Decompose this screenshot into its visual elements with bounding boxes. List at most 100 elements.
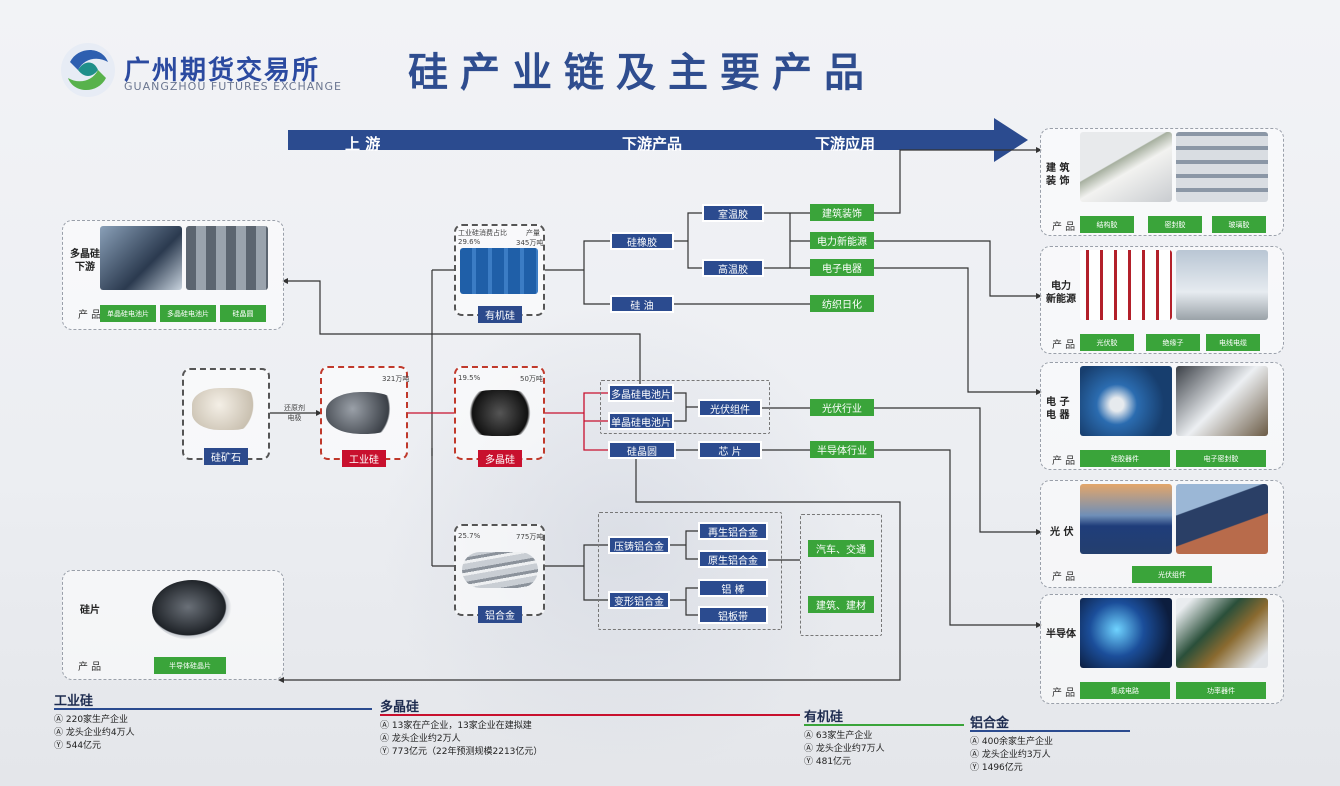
polysilicon-photo — [460, 390, 540, 436]
poly-capacity: 50万吨 — [520, 375, 543, 383]
app-pv-industry: 光伏行业 — [810, 399, 874, 416]
right-panel-4-product-label: 产 品 — [1052, 688, 1076, 699]
app-building: 建筑、建材 — [808, 596, 874, 613]
app-construction: 建筑装饰 — [810, 204, 874, 221]
power-tower-photo — [1176, 250, 1268, 320]
sealant-gun-photo — [1080, 132, 1172, 202]
flow-label-downstream-products: 下游产品 — [622, 135, 683, 153]
flow-label-downstream-applications: 下游应用 — [815, 135, 876, 153]
right-panel-1-product-label: 产 品 — [1052, 340, 1076, 351]
right-panel-1-label: 电力 新能源 — [1046, 281, 1076, 305]
stat-0-line-0: Ⓐ 220家生产企业 — [54, 715, 129, 725]
stat-3-line-1: Ⓐ 龙头企业约3万人 — [970, 750, 1051, 760]
stat-2-rule — [804, 724, 964, 726]
right-panel-2-product-1: 电子密封胶 — [1176, 450, 1266, 467]
node-al-rod: 铝 棒 — [698, 579, 768, 597]
stat-2-line-0: Ⓐ 63家生产企业 — [804, 731, 873, 741]
node-recycled-alloy: 再生铝合金 — [698, 522, 768, 540]
silica-ore-tag: 硅矿石 — [204, 448, 248, 465]
building-facade-photo — [1176, 132, 1268, 202]
app-semi-industry: 半导体行业 — [810, 441, 874, 458]
app-power: 电力新能源 — [810, 232, 874, 249]
stat-0-line-2: Ⓨ 544亿元 — [54, 741, 102, 751]
alloy-app-group-box — [800, 514, 882, 636]
right-panel-0-product-0: 结构胶 — [1080, 216, 1134, 233]
node-silicone-oil: 硅 油 — [610, 295, 674, 313]
solar-cell-photo — [100, 226, 182, 290]
stat-1-title: 多晶硅 — [380, 700, 420, 715]
flow-label-upstream: 上 游 — [345, 135, 381, 153]
organic-silicon-tag: 有机硅 — [478, 306, 522, 323]
poly-product-0: 单晶硅电池片 — [100, 305, 156, 322]
right-panel-2-product-0: 硅胶器件 — [1080, 450, 1170, 467]
stat-3-rule — [970, 730, 1130, 732]
organic-share: 29.6% — [458, 238, 481, 246]
power-device-photo — [1176, 598, 1268, 668]
stat-2-title: 有机硅 — [804, 710, 844, 725]
stat-1-line-0: Ⓐ 13家在产企业，13家企业在建拟建 — [380, 721, 532, 731]
organic-capacity: 345万吨 — [516, 239, 544, 247]
node-al-sheet: 铝板带 — [698, 606, 768, 624]
aluminium-tube-photo — [462, 552, 538, 588]
node-pv-module: 光伏组件 — [698, 399, 762, 417]
right-panel-3-product-0: 光伏组件 — [1132, 566, 1212, 583]
wafer-photo — [152, 580, 232, 640]
stat-3-title: 铝合金 — [970, 716, 1010, 731]
stat-1-line-1: Ⓐ 龙头企业约2万人 — [380, 734, 461, 744]
right-panel-4-product-0: 集成电路 — [1080, 682, 1170, 699]
node-mono-cell: 多晶硅电池片 — [608, 384, 674, 402]
app-auto: 汽车、交通 — [808, 540, 874, 557]
node-wafer: 硅晶圆 — [608, 441, 676, 459]
page-title: 硅产业链及主要产品 — [408, 50, 876, 96]
solar-roof-photo — [1176, 484, 1268, 554]
industrial-silicon-capacity: 321万吨 — [382, 375, 410, 383]
right-panel-1-product-1: 绝缘子 — [1146, 334, 1200, 351]
stat-0-rule — [54, 708, 372, 710]
circuit-chip-photo — [1080, 598, 1172, 668]
solar-farm-photo — [1080, 484, 1172, 554]
brand-name-cn: 广州期货交易所 — [124, 56, 321, 86]
poly-product-1: 多晶硅电池片 — [160, 305, 216, 322]
node-silicone-rubber: 硅橡胶 — [610, 232, 674, 250]
node-poly-cell: 单晶硅电池片 — [608, 412, 674, 430]
alloy-group-box — [598, 512, 782, 630]
aluminium-alloy-tag: 铝合金 — [478, 606, 522, 623]
wafer-panel-label: 硅片 — [80, 605, 100, 616]
poly-product-2: 硅晶圆 — [220, 305, 266, 322]
process-label: 还原剂 电极 — [284, 404, 305, 422]
node-htv: 高温胶 — [702, 259, 764, 277]
app-textile: 纺织日化 — [810, 295, 874, 312]
organic-unit-note: 产量 — [526, 229, 540, 237]
right-panel-0-product-label: 产 品 — [1052, 222, 1076, 233]
stat-2-line-2: Ⓨ 481亿元 — [804, 757, 852, 767]
app-electronics: 电子电器 — [810, 259, 874, 276]
industrial-silicon-tag: 工业硅 — [342, 450, 386, 467]
organic-top-note: 工业硅消费占比 — [458, 229, 507, 237]
stat-1-rule — [380, 714, 800, 716]
right-panel-1-product-0: 光伏胶 — [1080, 334, 1134, 351]
cell-group-box — [600, 380, 770, 434]
brand-name-en: GUANGZHOU FUTURES EXCHANGE — [124, 80, 342, 93]
silicone-parts-photo — [1080, 366, 1172, 436]
node-wrought: 变形铝合金 — [608, 591, 670, 609]
node-primary-alloy: 原生铝合金 — [698, 550, 768, 568]
polysilicon-tag: 多晶硅 — [478, 450, 522, 467]
right-panel-0-label: 建 筑 装 饰 — [1046, 163, 1070, 187]
poly-product-label: 产 品 — [78, 310, 102, 321]
silica-ore-photo — [192, 388, 260, 430]
electronic-sealant-photo — [1176, 366, 1268, 436]
poly-share: 19.5% — [458, 374, 481, 382]
right-panel-3-product-label: 产 品 — [1052, 572, 1076, 583]
stat-2-line-1: Ⓐ 龙头企业约7万人 — [804, 744, 885, 754]
right-panel-1-product-2: 电线电缆 — [1206, 334, 1260, 351]
stat-0-line-1: Ⓐ 龙头企业约4万人 — [54, 728, 135, 738]
gfex-logo-icon — [61, 43, 115, 97]
right-panel-2-product-label: 产 品 — [1052, 456, 1076, 467]
node-chip: 芯 片 — [698, 441, 762, 459]
stat-3-line-2: Ⓨ 1496亿元 — [970, 763, 1023, 773]
right-panel-4-label: 半导体 — [1046, 629, 1076, 640]
stat-1-line-2: Ⓨ 773亿元（22年预测规模2213亿元） — [380, 747, 543, 757]
insulator-photo — [1080, 250, 1172, 320]
